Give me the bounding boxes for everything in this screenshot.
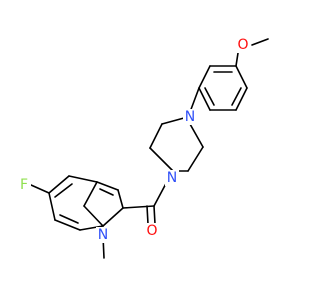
piperazine-n-top-label: N [185, 109, 195, 125]
piperazine-n-bottom-label: N [167, 170, 177, 186]
methoxy-oxygen-label: O [237, 37, 248, 53]
indole-nitrogen-label: N [98, 227, 108, 243]
atom-fluorine: F [17, 177, 31, 193]
methoxyphenyl-ring [198, 65, 248, 111]
carbonyl-double-bond-a [153, 205, 156, 225]
carbonyl-oxygen-label: O [146, 223, 157, 239]
bond-carbonyl-indole [122, 205, 155, 209]
molecule-structure-diagram: O N N O N F [17, 37, 269, 259]
atom-piperazine-n-bottom: N [165, 170, 179, 186]
piperazine-ring [149, 117, 204, 172]
indole-benzene-ring [48, 175, 104, 231]
bond-methyl-methoxy [251, 38, 269, 46]
atom-carbonyl-oxygen: O [145, 223, 159, 239]
bond-aryl-piperazine [189, 87, 200, 113]
fluorine-label: F [20, 177, 28, 193]
atom-piperazine-n-top: N [183, 109, 197, 125]
carbonyl-double-bond-b [146, 205, 149, 225]
bond-fluorine [30, 184, 50, 194]
bond-methoxy-aryl [235, 52, 239, 67]
atom-indole-nitrogen: N [96, 227, 110, 243]
indole-five-membered-ring [83, 181, 124, 227]
atom-methoxy-oxygen: O [236, 37, 250, 53]
